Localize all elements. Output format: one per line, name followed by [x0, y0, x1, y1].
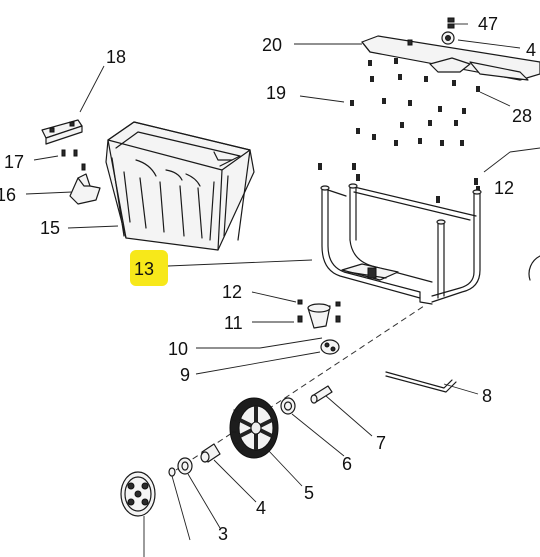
leader-lines [25, 23, 521, 557]
callout-28: 28 [512, 106, 532, 126]
clip-part [168, 467, 176, 477]
frame-part-13 [320, 183, 482, 305]
callout-3: 3 [218, 524, 228, 544]
callout-12-mid: 12 [222, 282, 242, 302]
callout-4-top: 4 [526, 40, 536, 60]
washer-part-9 [320, 339, 340, 355]
callout-20: 20 [262, 35, 282, 55]
callout-13: 13 [134, 259, 154, 279]
callout-19: 19 [266, 83, 286, 103]
callout-4-bottom: 4 [256, 498, 266, 518]
callout-labels: 47 4 20 18 19 28 17 16 12 15 13 12 11 10… [0, 14, 536, 544]
callout-15: 15 [40, 218, 60, 238]
callout-10: 10 [168, 339, 188, 359]
callout-12-top: 12 [494, 178, 514, 198]
bracket-part-18 [41, 119, 83, 145]
box-part-15 [105, 121, 255, 251]
callout-5: 5 [304, 483, 314, 503]
callout-8: 8 [482, 386, 492, 406]
callout-7: 7 [376, 433, 386, 453]
washer-part-3 [177, 457, 193, 475]
wrench-part-8 [385, 371, 457, 393]
callout-18: 18 [106, 47, 126, 67]
bolt-grid-part-19 [318, 58, 480, 203]
callout-47: 47 [478, 14, 498, 34]
callout-9: 9 [180, 365, 190, 385]
axle-part-7 [310, 385, 333, 404]
edge-part [528, 255, 540, 281]
washer-part-6 [280, 397, 296, 415]
hub-cap-part [120, 471, 156, 517]
pins-part-17 [61, 149, 78, 157]
highlight-marker [130, 250, 168, 286]
mount-foot-part-11 [297, 299, 341, 329]
edge-leader [483, 151, 511, 173]
nut-part-47 [441, 17, 455, 45]
callout-11: 11 [224, 313, 243, 333]
foot-bracket-part-16 [69, 163, 101, 205]
callout-6: 6 [342, 454, 352, 474]
callout-16: 16 [0, 185, 16, 205]
callout-17: 17 [4, 152, 24, 172]
wheel-part-5 [229, 397, 279, 459]
top-bracket-part-20 [361, 35, 540, 81]
spacer-part-4 [200, 443, 221, 463]
